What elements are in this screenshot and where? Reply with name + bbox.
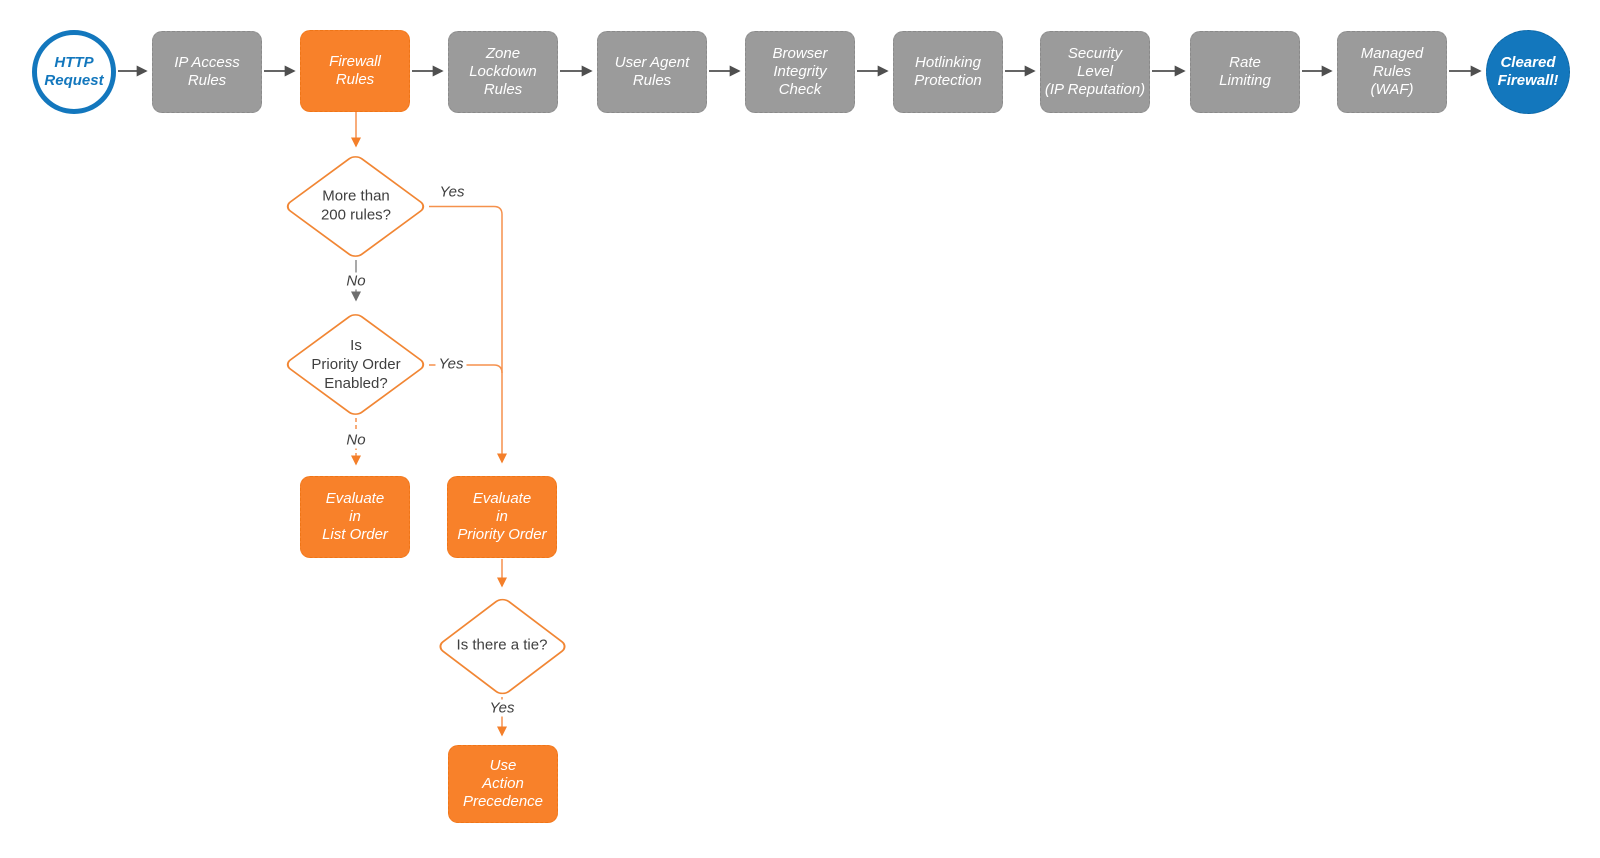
decision-more-than-200-rules-label: More than 200 rules? [320,187,392,223]
edge-label-priority-enabled-no: No [343,431,369,449]
arrow-priority-enabled-yes [429,364,503,374]
edge-label-tie-yes: Yes [486,699,518,717]
node-security-level: Security Level (IP Reputation) [1040,31,1150,113]
node-zone-lockdown-rules: Zone Lockdown Rules [448,31,558,113]
node-cleared-firewall: Cleared Firewall! [1486,30,1570,114]
node-ip-access-rules: IP Access Rules [152,31,262,113]
edge-label-more-than-200-yes: Yes [436,183,468,201]
edge-label-more-than-200-no: No [343,272,369,290]
node-evaluate-in-list-order: Evaluate in List Order [300,476,410,558]
node-user-agent-rules: User Agent Rules [597,31,707,113]
node-http-request: HTTP Request [32,30,116,114]
decision-priority-order-enabled-label: Is Priority Order Enabled? [311,336,401,392]
arrow-decision-200-yes [429,205,507,464]
node-use-action-precedence: Use Action Precedence [448,745,558,823]
node-hotlinking-protection: Hotlinking Protection [893,31,1003,113]
node-managed-rules-waf: Managed Rules (WAF) [1337,31,1447,113]
decision-is-there-a-tie-label: Is there a tie? [456,636,548,654]
node-firewall-rules: Firewall Rules [300,30,410,112]
node-browser-integrity-check: Browser Integrity Check [745,31,855,113]
node-rate-limiting: Rate Limiting [1190,31,1300,113]
node-evaluate-in-priority-order: Evaluate in Priority Order [447,476,557,558]
edge-label-priority-enabled-yes: Yes [435,355,467,373]
